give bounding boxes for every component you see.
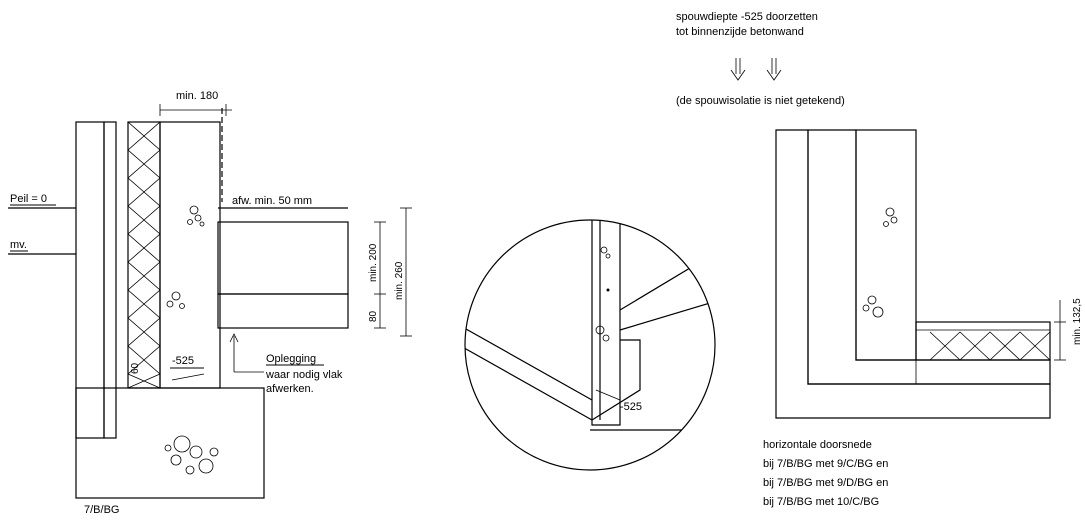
dim-total-label: min. 260 xyxy=(394,261,405,300)
dim-top-label: min. 180 xyxy=(176,90,218,102)
section-code: 7/B/BG xyxy=(84,504,119,516)
level-label: Peil = 0 xyxy=(10,193,47,205)
ground-label: mv. xyxy=(10,239,27,251)
cavity-insulation xyxy=(127,121,161,389)
foundation xyxy=(75,387,265,499)
detail-dim-label: -525 xyxy=(620,401,642,413)
caption-title: horizontale doorsnede xyxy=(763,439,872,451)
finish-label: afw. min. 50 mm xyxy=(232,195,312,207)
concrete-wall xyxy=(159,121,221,389)
caption-line: bij 7/B/BG met 10/C/BG xyxy=(763,496,879,508)
dim-height-label: min. 132,5 xyxy=(1072,298,1083,345)
dim-insulation-small-label: 80 xyxy=(368,310,379,322)
cavity xyxy=(103,121,117,439)
dim-cavity-depth-label: -525 xyxy=(172,355,194,367)
arrow-down-icon xyxy=(730,58,746,81)
outer-brick-leaf xyxy=(75,121,105,439)
detail-circle: -525 xyxy=(464,219,716,471)
note-line-1: spouwdiepte -525 doorzetten xyxy=(676,11,818,23)
note-line-2: tot binnenzijde betonwand xyxy=(676,26,804,38)
bearing-label: Oplegging xyxy=(266,353,316,365)
bearing-note-2: afwerken. xyxy=(266,383,314,395)
caption-line: bij 7/B/BG met 9/D/BG en xyxy=(763,477,888,489)
right-section: spouwdiepte -525 doorzetten tot binnenzi… xyxy=(676,11,1083,508)
arrow-down-icon xyxy=(766,58,782,81)
note-insulation: (de spouwisolatie is niet getekend) xyxy=(676,95,845,107)
floor-insulation xyxy=(217,207,349,329)
caption-line: bij 7/B/BG met 9/C/BG en xyxy=(763,458,888,470)
dim-insulation-label: min. 200 xyxy=(368,243,379,282)
bearing-note-1: waar nodig vlak xyxy=(265,369,343,381)
dim-60-label: 60 xyxy=(130,362,141,374)
left-section: min. 180 Peil = 0 mv. afw. min. 50 mm mi… xyxy=(8,90,412,516)
